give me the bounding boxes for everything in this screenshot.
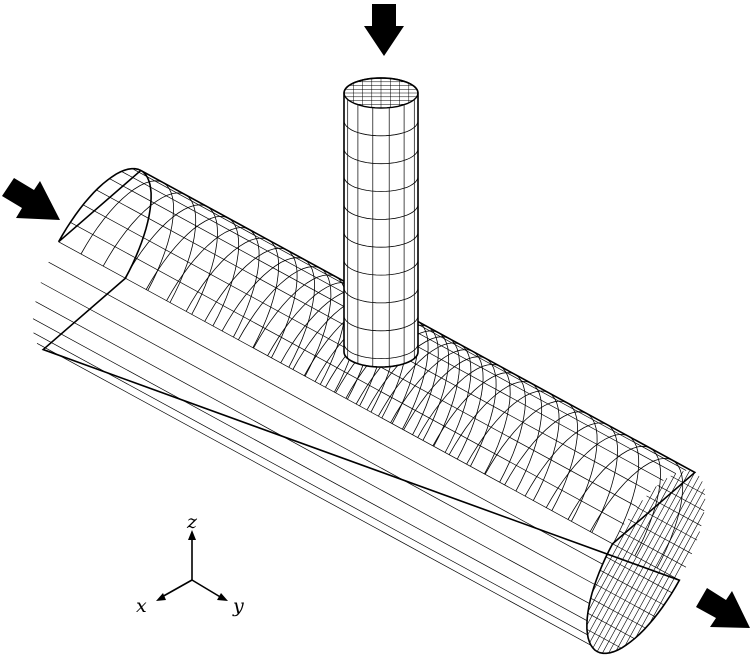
axis-label-y: y <box>232 595 244 617</box>
outlet-main-arrow <box>696 588 750 628</box>
inlet-main-arrow <box>2 178 60 220</box>
axis-label-z: z <box>186 511 198 533</box>
coordinate-axes <box>156 530 228 601</box>
outlet-face-mesh <box>586 470 706 654</box>
branch-pipe <box>343 77 419 368</box>
inlet-branch-arrow <box>364 4 404 56</box>
axis-label-x: x <box>136 595 147 617</box>
